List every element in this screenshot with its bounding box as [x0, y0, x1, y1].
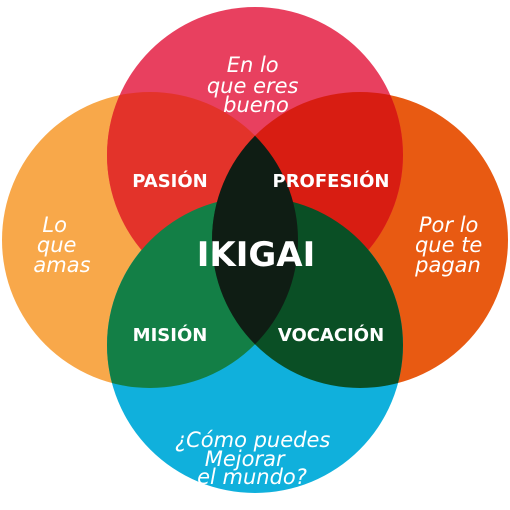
label-world-needs: ¿Cómo puedes Mejorar el mundo? — [175, 428, 337, 489]
label-mission: MISIÓN — [133, 324, 208, 346]
label-paid: Por lo que te pagan — [414, 213, 489, 277]
overlap-passion — [107, 92, 298, 303]
label-profession: PROFESIÓN — [273, 170, 390, 192]
label-vocation: VOCACIÓN — [278, 324, 384, 346]
label-love: Lo que amas — [33, 213, 90, 277]
label-good-at: En lo que eres bueno — [207, 53, 305, 117]
overlap-profession — [212, 92, 403, 303]
label-ikigai: IKIGAI — [197, 235, 316, 275]
label-passion: PASIÓN — [132, 170, 208, 192]
